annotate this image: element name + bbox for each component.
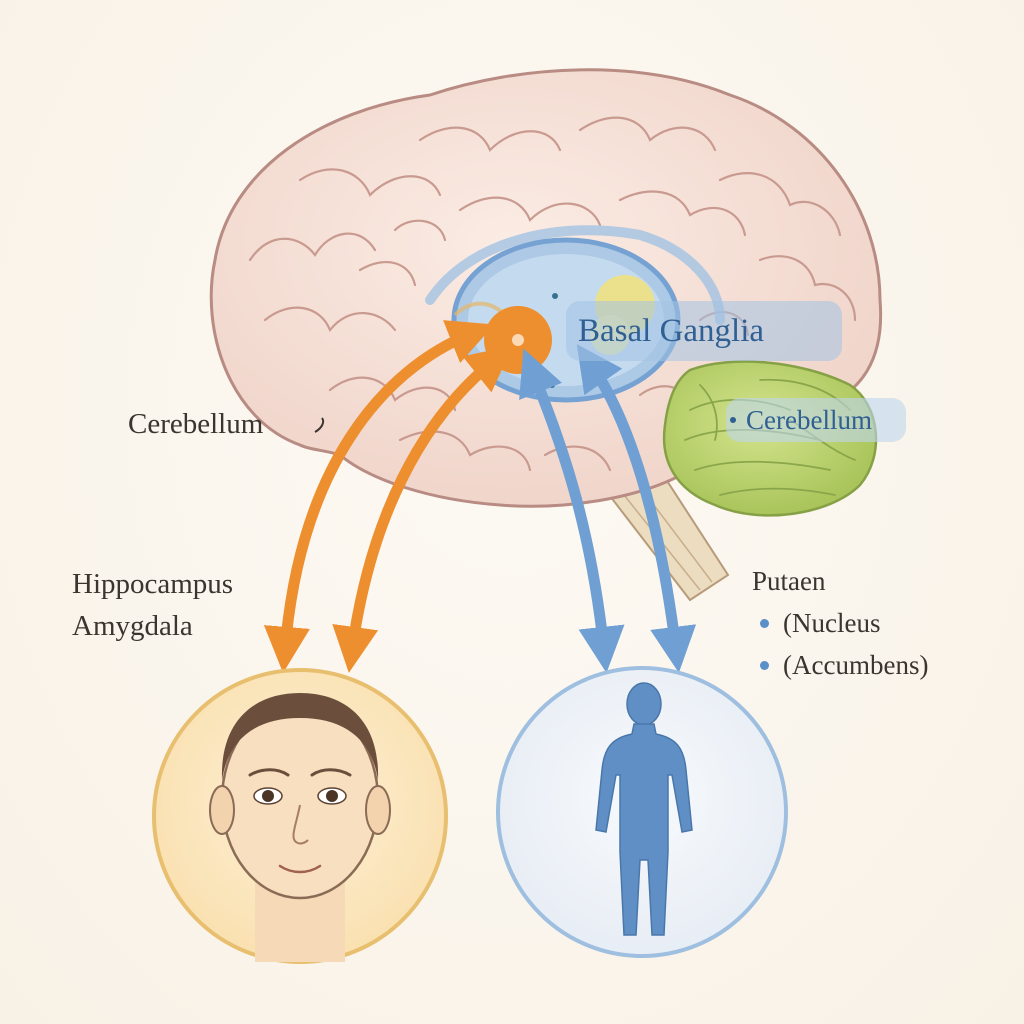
hippocampus-amygdala-label: Hippocampus Amygdala <box>72 563 233 647</box>
accumbens-item: (Accumbens) <box>752 644 928 686</box>
basal-ganglia-label: Basal Ganglia <box>566 301 842 361</box>
blue-arrows <box>519 344 697 673</box>
accumbens-label: (Accumbens) <box>783 650 929 680</box>
nucleus-item: (Nucleus <box>752 602 928 644</box>
dot-icon <box>730 417 736 423</box>
orange-arrows <box>263 320 514 674</box>
cerebellum-right-label: Cerebellum <box>746 405 872 435</box>
cerebellum-right-label-box: Cerebellum <box>726 398 906 442</box>
bullet-icon <box>760 661 769 671</box>
putaen-label-group: Putaen (Nucleus (Accumbens) <box>752 560 928 686</box>
leader-tick <box>314 417 325 433</box>
bullet-icon <box>760 619 769 629</box>
face-icon <box>152 668 448 964</box>
cerebellum-left-label: Cerebellum <box>128 408 264 440</box>
amygdala-label: Amygdala <box>72 610 193 642</box>
human-body-icon <box>496 666 788 958</box>
hippocampus-label: Hippocampus <box>72 568 234 600</box>
nucleus-label: (Nucleus <box>783 608 881 638</box>
putaen-label: Putaen <box>752 566 826 596</box>
